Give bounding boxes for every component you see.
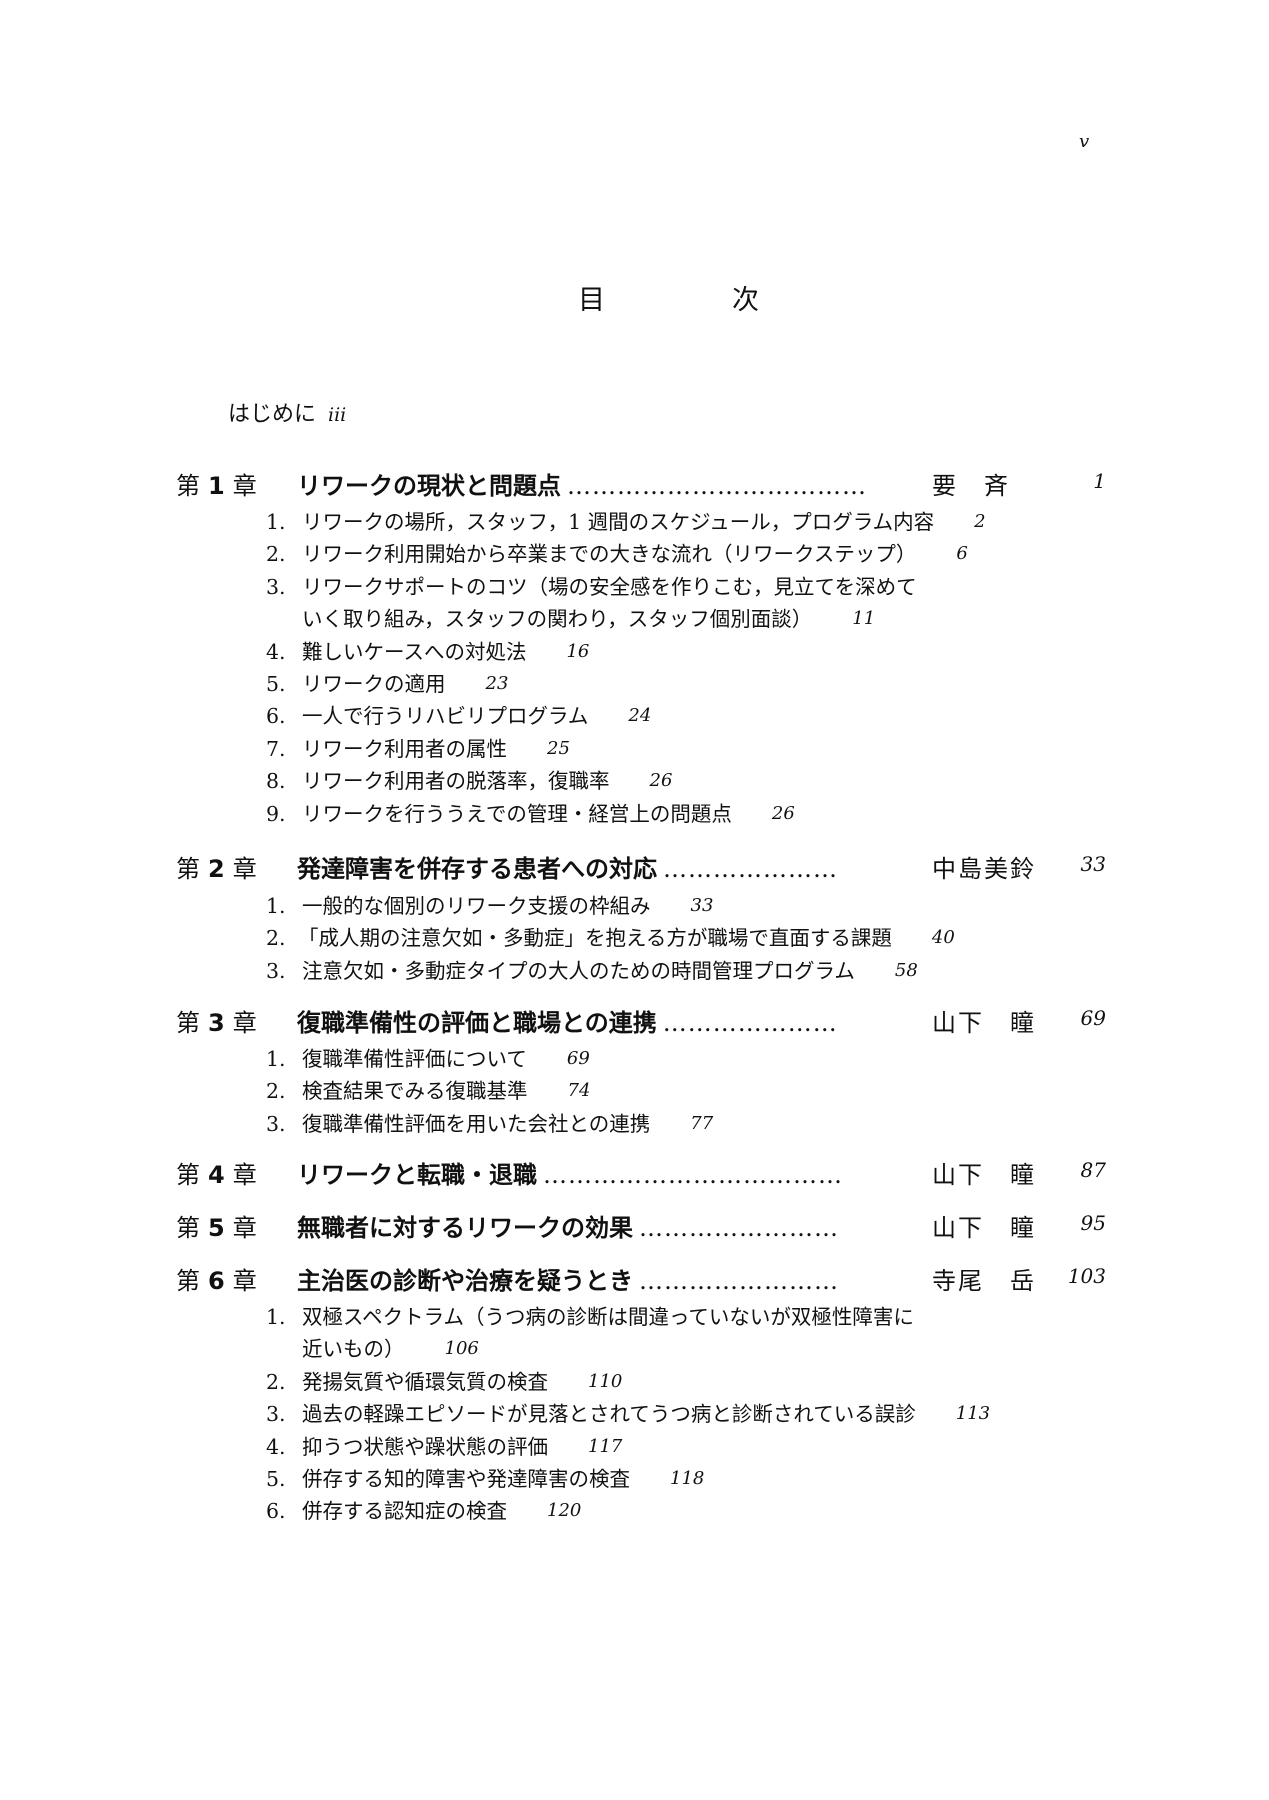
- leader-dots: …………………: [663, 855, 838, 883]
- leader-dots: …………………: [662, 1009, 838, 1037]
- chapter-title: 無職者に対するリワークの効果……………………: [297, 1214, 839, 1242]
- chapter-page: 103: [1067, 1264, 1106, 1288]
- chapter-page: 87: [1080, 1158, 1106, 1182]
- page-title: 目 次: [578, 285, 809, 316]
- chapter-title: リワークの現状と問題点………………………………: [297, 472, 867, 500]
- section-entry[interactable]: 2.リワーク利用開始から卒業までの大きな流れ（リワークステップ）6: [266, 542, 968, 567]
- page-number: v: [1079, 131, 1090, 152]
- leader-dots: ……………………: [639, 1267, 839, 1295]
- chapter-author: 山下 瞳: [932, 1009, 1036, 1037]
- section-entry-continuation[interactable]: いく取り組み，スタッフの関わり，スタッフ個別面談）11: [302, 607, 876, 632]
- chapter-page: 33: [1080, 852, 1106, 876]
- preface-label: はじめに: [228, 402, 317, 427]
- chapter-title: 主治医の診断や治療を疑うとき……………………: [297, 1267, 839, 1295]
- chapter-author: 寺尾 岳: [932, 1267, 1036, 1295]
- chapter-6-sections: 1.双極スペクトラム（うつ病の診断は間違っていないが双極性障害に 近いもの）10…: [266, 1301, 990, 1528]
- leader-dots: ……………………: [639, 1214, 839, 1242]
- chapter-title: 発達障害を併存する患者への対応…………………: [297, 855, 838, 883]
- leader-dots: ………………………………: [543, 1161, 843, 1189]
- chapter-author: 山下 瞳: [932, 1161, 1036, 1189]
- section-entry[interactable]: 1.双極スペクトラム（うつ病の診断は間違っていないが双極性障害に: [266, 1305, 914, 1329]
- chapter-page: 69: [1080, 1006, 1106, 1030]
- leader-dots: ………………………………: [567, 472, 867, 500]
- preface-page: iii: [328, 404, 347, 426]
- preface-entry[interactable]: はじめに iii: [228, 396, 346, 428]
- chapter-author: 要 斉: [932, 472, 1010, 500]
- chapter-author: 中島美鈴: [932, 855, 1036, 883]
- section-entry-continuation[interactable]: 近いもの）106: [302, 1337, 479, 1362]
- chapter-page: 1: [1093, 469, 1106, 493]
- chapter-title: リワークと転職・退職………………………………: [297, 1161, 843, 1189]
- chapter-author: 山下 瞳: [932, 1214, 1036, 1242]
- chapter-page: 95: [1080, 1211, 1106, 1235]
- section-entry[interactable]: 3.リワークサポートのコツ（場の安全感を作りこむ，見立てを深めて: [266, 574, 917, 599]
- chapter-title: 復職準備性の評価と職場との連携…………………: [297, 1009, 838, 1037]
